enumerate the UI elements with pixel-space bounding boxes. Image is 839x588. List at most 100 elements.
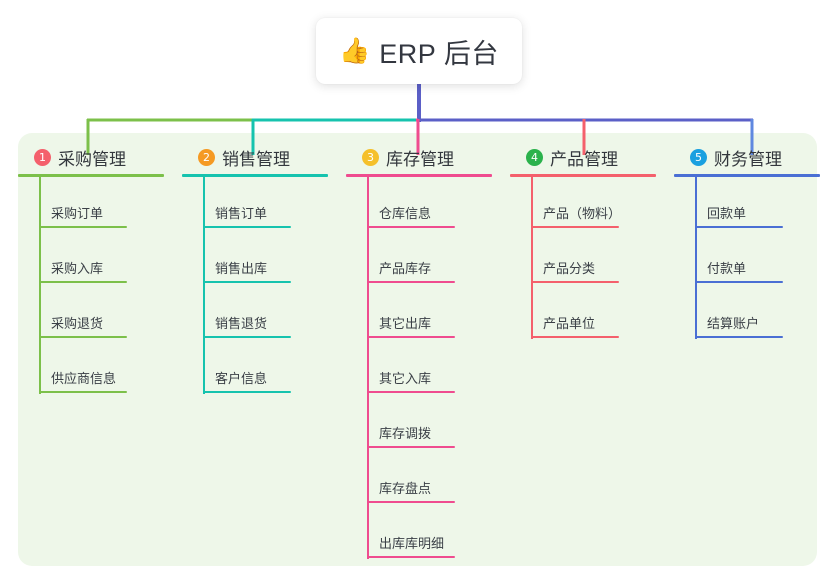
list-item-rule xyxy=(695,226,783,228)
list-item[interactable]: 采购入库 xyxy=(18,232,182,287)
list-item-label: 采购入库 xyxy=(51,261,104,276)
column-spine-2 xyxy=(203,174,205,394)
list-item-rule xyxy=(695,336,783,338)
list-item-rule xyxy=(39,336,127,338)
list-item-rule xyxy=(367,226,455,228)
list-item-rule xyxy=(203,226,291,228)
list-item-label: 库存调拨 xyxy=(379,426,432,441)
list-item-rule xyxy=(367,336,455,338)
column-rule-4 xyxy=(510,174,656,177)
column-spine-1 xyxy=(39,174,41,394)
list-item-label: 客户信息 xyxy=(215,371,268,386)
column-title-1: 采购管理 xyxy=(58,150,126,169)
column-container: 1 采购管理 采购订单 采购入库 采购退货 供应商信息 xyxy=(18,133,820,566)
column-rule-2 xyxy=(182,174,328,177)
list-item[interactable]: 产品库存 xyxy=(346,232,510,287)
column-items-1: 采购订单 采购入库 采购退货 供应商信息 xyxy=(18,177,182,397)
list-item-label: 其它入库 xyxy=(379,371,432,386)
list-item[interactable]: 产品（物料） xyxy=(510,177,674,232)
list-item-label: 仓库信息 xyxy=(379,206,432,221)
list-item-label: 出库库明细 xyxy=(379,536,445,551)
column-purchasing: 1 采购管理 采购订单 采购入库 采购退货 供应商信息 xyxy=(18,133,182,566)
list-item[interactable]: 采购订单 xyxy=(18,177,182,232)
list-item-rule xyxy=(203,336,291,338)
column-items-2: 销售订单 销售出库 销售退货 客户信息 xyxy=(182,177,346,397)
list-item[interactable]: 出库库明细 xyxy=(346,507,510,562)
column-spine-4 xyxy=(531,174,533,339)
list-item-label: 销售订单 xyxy=(215,206,268,221)
list-item-rule xyxy=(367,446,455,448)
list-item-rule xyxy=(531,226,619,228)
column-title-2: 销售管理 xyxy=(222,150,290,169)
column-sales: 2 销售管理 销售订单 销售出库 销售退货 客户信息 xyxy=(182,133,346,566)
column-badge-3: 3 xyxy=(362,149,379,166)
list-item[interactable]: 其它入库 xyxy=(346,342,510,397)
column-badge-5: 5 xyxy=(690,149,707,166)
list-item-rule xyxy=(203,281,291,283)
list-item-label: 采购退货 xyxy=(51,316,104,331)
root-node-card[interactable]: 👍 ERP 后台 xyxy=(316,18,522,84)
column-badge-2: 2 xyxy=(198,149,215,166)
column-finance: 5 财务管理 回款单 付款单 结算账户 xyxy=(674,133,838,566)
column-items-4: 产品（物料） 产品分类 产品单位 xyxy=(510,177,674,342)
list-item[interactable]: 结算账户 xyxy=(674,287,838,342)
list-item[interactable]: 销售退货 xyxy=(182,287,346,342)
list-item[interactable]: 库存调拨 xyxy=(346,397,510,452)
column-badge-4: 4 xyxy=(526,149,543,166)
list-item[interactable]: 产品单位 xyxy=(510,287,674,342)
column-rule-5 xyxy=(674,174,820,177)
list-item-label: 销售退货 xyxy=(215,316,268,331)
list-item[interactable]: 客户信息 xyxy=(182,342,346,397)
list-item-label: 产品分类 xyxy=(543,261,596,276)
list-item-rule xyxy=(367,501,455,503)
list-item-label: 产品（物料） xyxy=(543,206,622,221)
column-header-1[interactable]: 1 采购管理 xyxy=(34,145,126,170)
list-item[interactable]: 付款单 xyxy=(674,232,838,287)
list-item[interactable]: 采购退货 xyxy=(18,287,182,342)
list-item-rule xyxy=(695,281,783,283)
list-item[interactable]: 仓库信息 xyxy=(346,177,510,232)
diagram-panel-background xyxy=(18,133,817,566)
column-spine-3 xyxy=(367,174,369,559)
list-item-label: 采购订单 xyxy=(51,206,104,221)
column-items-5: 回款单 付款单 结算账户 xyxy=(674,177,838,342)
list-item-rule xyxy=(367,281,455,283)
list-item-rule xyxy=(39,281,127,283)
column-items-3: 仓库信息 产品库存 其它出库 其它入库 库存调拨 库存盘点 xyxy=(346,177,510,562)
list-item[interactable]: 库存盘点 xyxy=(346,452,510,507)
list-item-label: 销售出库 xyxy=(215,261,268,276)
column-badge-1: 1 xyxy=(34,149,51,166)
list-item-label: 产品单位 xyxy=(543,316,596,331)
list-item-rule xyxy=(367,556,455,558)
list-item-rule xyxy=(531,336,619,338)
column-title-5: 财务管理 xyxy=(714,150,782,169)
list-item-label: 付款单 xyxy=(707,261,747,276)
root-node-title: ERP 后台 xyxy=(379,38,499,69)
list-item-label: 回款单 xyxy=(707,206,747,221)
column-header-5[interactable]: 5 财务管理 xyxy=(690,145,782,170)
column-header-4[interactable]: 4 产品管理 xyxy=(526,145,618,170)
list-item[interactable]: 供应商信息 xyxy=(18,342,182,397)
list-item-label: 供应商信息 xyxy=(51,371,117,386)
column-spine-5 xyxy=(695,174,697,339)
column-header-2[interactable]: 2 销售管理 xyxy=(198,145,290,170)
list-item[interactable]: 产品分类 xyxy=(510,232,674,287)
column-product: 4 产品管理 产品（物料） 产品分类 产品单位 xyxy=(510,133,674,566)
list-item-label: 产品库存 xyxy=(379,261,432,276)
list-item-label: 库存盘点 xyxy=(379,481,432,496)
column-title-4: 产品管理 xyxy=(550,150,618,169)
column-rule-3 xyxy=(346,174,492,177)
list-item[interactable]: 其它出库 xyxy=(346,287,510,342)
column-inventory: 3 库存管理 仓库信息 产品库存 其它出库 其它入库 库存调拨 xyxy=(346,133,510,566)
list-item-rule xyxy=(39,391,127,393)
list-item-rule xyxy=(39,226,127,228)
column-header-3[interactable]: 3 库存管理 xyxy=(362,145,454,170)
list-item-rule xyxy=(531,281,619,283)
list-item[interactable]: 回款单 xyxy=(674,177,838,232)
list-item[interactable]: 销售订单 xyxy=(182,177,346,232)
list-item-label: 结算账户 xyxy=(707,316,760,331)
column-title-3: 库存管理 xyxy=(386,150,454,169)
list-item-rule xyxy=(367,391,455,393)
column-rule-1 xyxy=(18,174,164,177)
list-item[interactable]: 销售出库 xyxy=(182,232,346,287)
